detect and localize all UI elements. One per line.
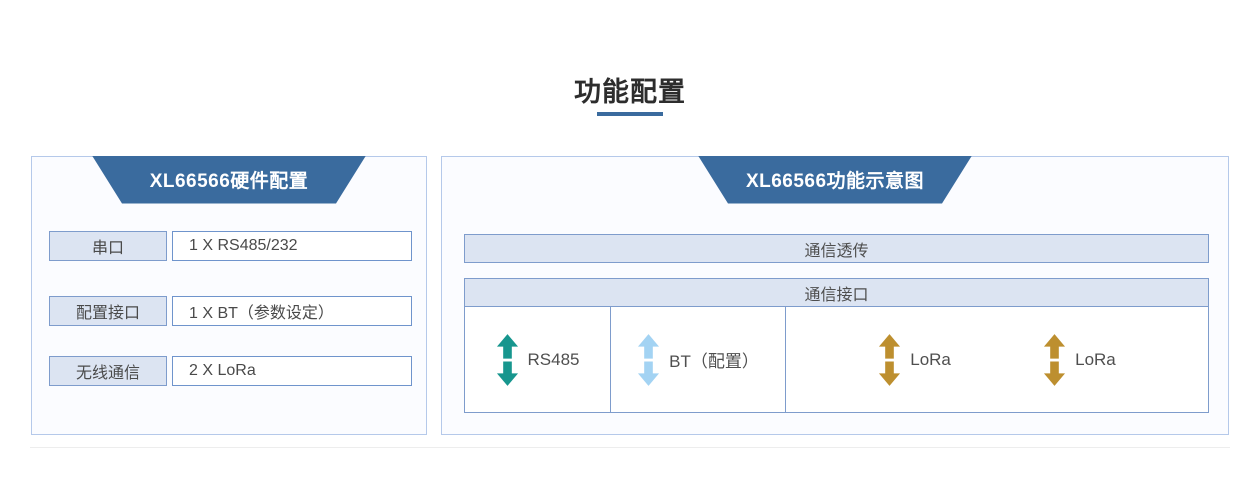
hardware-row-config-interface: 配置接口 1 X BT（参数设定） [49,296,412,326]
cell-rs485: RS485 [465,307,610,412]
cell-label: LoRa [1075,349,1116,369]
function-panel-header-label: XL66566功能示意图 [745,171,925,192]
interface-table-header: 通信接口 [465,279,1208,307]
hardware-row-value: 1 X BT（参数设定） [172,296,412,326]
title-underline [597,112,663,116]
lora-arrow-group: LoRa [1043,333,1116,387]
page-divider [30,447,1230,448]
hardware-config-panel: XL66566硬件配置 串口 1 X RS485/232 配置接口 1 X BT… [31,156,427,435]
interface-table-body: RS485 BT（配置） [465,307,1208,412]
double-arrow-vertical-icon [638,333,660,386]
function-panel-header-ribbon: XL66566功能示意图 [698,156,972,204]
hardware-panel-header-label: XL66566硬件配置 [149,171,309,192]
cell-label: BT（配置） [669,352,759,371]
cell-lora: LoRa LoRa [785,307,1208,412]
double-arrow-vertical-icon [879,333,901,386]
lora-arrow-group: LoRa [878,333,951,387]
cell-label: RS485 [527,349,580,369]
hardware-row-wireless: 无线通信 2 X LoRa [49,356,412,386]
interface-table: 通信接口 RS485 BT（配置） [464,278,1209,413]
hardware-row-serial: 串口 1 X RS485/232 [49,231,412,261]
cell-label: LoRa [910,349,951,369]
double-arrow-vertical-icon [1044,333,1066,386]
hardware-row-label: 串口 [49,231,167,261]
cell-bt: BT（配置） [610,307,785,412]
page-title: 功能配置 [574,77,686,107]
hardware-row-label: 配置接口 [49,296,167,326]
function-diagram-panel: XL66566功能示意图 通信透传 通信接口 RS485 [441,156,1229,435]
passthrough-bar: 通信透传 [464,234,1209,263]
hardware-row-value: 2 X LoRa [172,356,412,386]
bt-arrow-group: BT（配置） [637,333,759,387]
hardware-row-label: 无线通信 [49,356,167,386]
double-arrow-vertical-icon [496,333,518,386]
hardware-panel-header-ribbon: XL66566硬件配置 [92,156,366,204]
hardware-row-value: 1 X RS485/232 [172,231,412,261]
rs485-arrow-group: RS485 [496,333,580,387]
